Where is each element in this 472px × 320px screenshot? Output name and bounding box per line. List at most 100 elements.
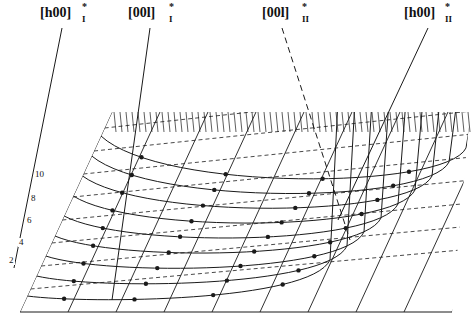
hatch-line: [210, 112, 212, 132]
hatch-line: [402, 112, 404, 132]
axis-line: [14, 28, 62, 268]
hatch-line: [264, 112, 266, 132]
axis-number: 6: [26, 216, 33, 225]
curve-line: [55, 100, 389, 253]
axis-label: II: [302, 15, 309, 24]
lattice-point: [375, 198, 379, 202]
hatch-line: [174, 112, 176, 132]
hatch-line: [144, 112, 146, 132]
lattice-point: [312, 254, 316, 258]
lattice-point: [91, 244, 95, 248]
lattice-point: [167, 250, 171, 254]
lattice-point: [238, 264, 242, 268]
hatch-line: [192, 112, 194, 132]
hatch-line: [114, 112, 116, 132]
lattice-point: [407, 170, 411, 174]
hatch-line: [294, 112, 296, 132]
lattice-point: [81, 261, 85, 265]
lattice-point: [359, 212, 363, 216]
hatch-line: [162, 112, 164, 132]
hatch-line: [156, 112, 158, 132]
lattice-point: [307, 191, 311, 195]
lattice-point: [155, 266, 159, 270]
lattice-point: [178, 235, 182, 239]
axis-label: II: [445, 15, 452, 24]
base-line: [20, 312, 452, 313]
hatch-line: [180, 112, 182, 132]
hatch-line: [312, 112, 314, 132]
axis-label: [00l]: [128, 6, 155, 20]
lattice-point: [101, 226, 105, 230]
lattice-line: [212, 112, 304, 312]
axis-number: 8: [30, 194, 37, 203]
curve-line: [27, 100, 338, 300]
hatch-line: [288, 112, 290, 132]
dashed-lattice-line: [83, 134, 472, 174]
hatch-line: [282, 112, 284, 132]
hatch-line: [414, 112, 416, 132]
lattice-point: [201, 203, 205, 207]
hatch-line: [252, 112, 254, 132]
axis-label: [h00]: [404, 6, 435, 20]
lattice-point: [296, 268, 300, 272]
hatch-line: [234, 112, 236, 132]
lattice-point: [120, 191, 124, 195]
hatch-line: [432, 112, 434, 132]
lattice-point: [110, 208, 114, 212]
hatch-line: [204, 112, 206, 132]
hatch-line: [450, 112, 452, 132]
lattice-line: [260, 112, 352, 312]
axis-line: [338, 28, 428, 220]
hatch-line: [306, 112, 308, 132]
hatch-line: [300, 112, 302, 132]
axis-label: I: [82, 15, 86, 24]
hatch-line: [168, 112, 170, 132]
dashed-lattice-line: [94, 111, 472, 151]
axis-number: 4: [18, 238, 25, 247]
hatch-line: [222, 112, 224, 132]
axis-label: *: [445, 2, 450, 12]
lattice-line: [404, 112, 472, 312]
lattice-point: [212, 188, 216, 192]
lattice-point: [293, 206, 297, 210]
hatch-line: [336, 112, 338, 132]
lattice-point: [211, 293, 215, 297]
curve-line: [101, 100, 472, 179]
hatch-line: [360, 112, 362, 132]
axis-label: I: [169, 15, 173, 24]
hatch-line: [354, 112, 356, 132]
axis-line: [282, 28, 350, 240]
hatch-line: [228, 112, 230, 132]
lattice-point: [391, 184, 395, 188]
hatch-line: [246, 112, 248, 132]
axis-number: 2: [8, 256, 15, 265]
hatch-line: [276, 112, 278, 132]
lattice-line: [116, 112, 208, 312]
hatch-line: [342, 112, 344, 132]
axis-label: *: [302, 2, 307, 12]
hatch-line: [426, 112, 428, 132]
curve-line: [92, 100, 457, 194]
lattice-point: [328, 240, 332, 244]
lattice-line: [452, 112, 472, 312]
hatch-line: [408, 112, 410, 132]
lattice-line: [20, 112, 112, 312]
hatch-line: [462, 112, 464, 132]
hatch-line: [366, 112, 368, 132]
hatch-line: [348, 112, 350, 132]
hatch-line: [372, 112, 374, 132]
dashed-lattice-line: [105, 88, 472, 128]
hatch-line: [468, 112, 470, 132]
lattice-point: [320, 177, 324, 181]
lattice-point: [132, 297, 136, 301]
lattice-point: [72, 279, 76, 283]
hatch-line: [378, 112, 380, 132]
lattice-point: [139, 155, 143, 159]
hatch-line: [420, 112, 422, 132]
lattice-point: [266, 235, 270, 239]
axis-label: *: [169, 2, 174, 12]
grid-group: [20, 88, 472, 312]
lattice-point: [130, 173, 134, 177]
hatch-line: [438, 112, 440, 132]
